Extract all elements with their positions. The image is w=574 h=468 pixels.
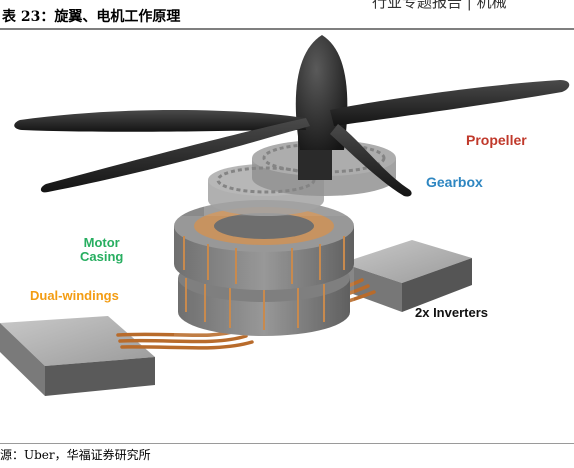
label-motor-line1: Motor xyxy=(83,235,120,250)
motor-diagram xyxy=(0,35,570,396)
right-inverter-box xyxy=(342,240,472,312)
source-divider xyxy=(0,443,574,444)
label-inverters: 2x Inverters xyxy=(415,305,488,320)
label-gearbox: Gearbox xyxy=(426,174,483,190)
report-header-fragment: 行业专题报告 | 机械 xyxy=(372,0,507,11)
label-motor-casing: Motor Casing xyxy=(80,235,124,265)
motor-casing xyxy=(174,200,354,336)
propeller-blades xyxy=(14,80,570,197)
figure-title: 表 23：旋翼、电机工作原理 xyxy=(2,9,181,25)
label-dual-windings: Dual-windings xyxy=(30,288,119,303)
source-note: 源：Uber，华福证券研究所 xyxy=(0,448,151,462)
left-inverter-box xyxy=(0,316,155,396)
label-motor-line2: Casing xyxy=(80,249,124,265)
label-propeller: Propeller xyxy=(466,132,527,148)
title-divider xyxy=(0,28,574,30)
